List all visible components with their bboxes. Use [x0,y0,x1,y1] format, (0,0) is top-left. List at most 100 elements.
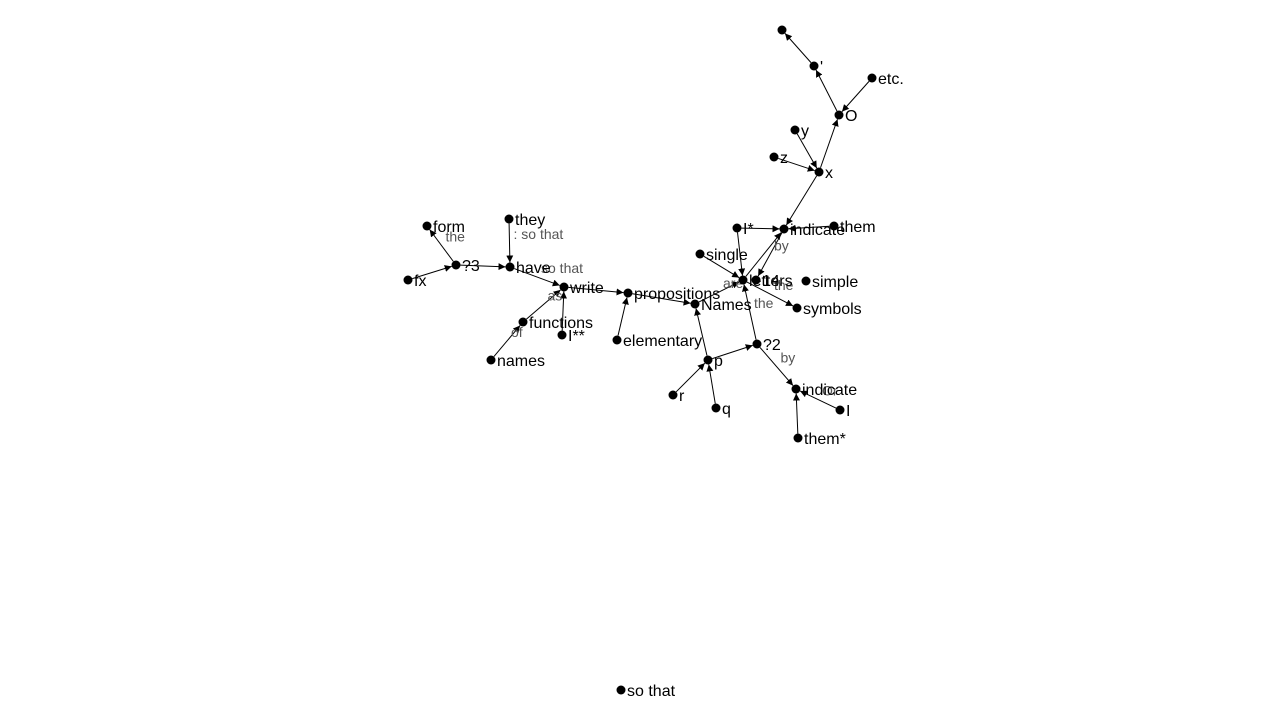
node-label: p [714,353,723,370]
node-dot[interactable] [504,214,514,224]
node-label: elementary [623,333,702,350]
node-label: O [845,108,857,125]
graph-node[interactable]: elementary [612,333,703,350]
node-label: I* [743,221,754,238]
graph-node[interactable]: write [559,280,604,297]
node-dot[interactable] [505,262,515,272]
node-label: x [825,165,833,182]
graph-node[interactable]: q [711,401,731,418]
node-dot[interactable] [695,249,705,259]
graph-node[interactable]: them [829,219,876,236]
edge-label: : so that [514,226,564,242]
graph-node[interactable]: p [703,353,724,370]
node-dot[interactable] [752,339,762,349]
graph-node[interactable]: I [835,403,851,420]
node-label: so that [627,683,676,700]
node-dot[interactable] [829,221,839,231]
edge-label: by [781,350,796,366]
node-label: write [569,280,604,297]
node-dot[interactable] [801,276,811,286]
graph-node[interactable]: form [422,219,466,236]
edge-themstar-to-indicate2 [792,393,800,434]
graph-node[interactable]: I** [557,328,585,345]
node-dot[interactable] [616,685,626,695]
node-dot[interactable] [623,288,633,298]
node-dot[interactable] [738,275,748,285]
graph-node[interactable]: fx [403,273,427,290]
graph-node[interactable]: ?2 [752,337,781,354]
node-label: letters [749,273,793,290]
node-dot[interactable] [732,223,742,233]
graph-node[interactable]: them* [793,431,846,448]
node-dot[interactable] [403,275,413,285]
edge-Names-to-letters [698,281,740,303]
graph-node[interactable]: propositions [623,286,721,303]
edge-Istar-to-indicate1 [741,225,780,233]
node-label: q [722,401,731,418]
node-dot[interactable] [559,282,569,292]
node-label: ?3 [462,258,480,275]
node-dot[interactable] [814,167,824,177]
graph-node[interactable]: I* [732,221,754,238]
node-label: Names [701,297,752,314]
edge-r-to-p [675,362,706,393]
node-dot[interactable] [834,110,844,120]
edge-q3-to-have [460,263,506,271]
graph-node[interactable]: single [695,247,748,264]
graph-node[interactable]: O [834,108,858,125]
node-label: them* [804,431,846,448]
graph-node[interactable] [777,25,787,35]
node-label: r [679,388,685,405]
node-label: single [706,247,748,264]
graph-node[interactable]: y [790,123,810,140]
graph-node[interactable]: Names [690,297,752,314]
graph-node[interactable]: ?3 [451,258,480,275]
node-dot[interactable] [690,299,700,309]
node-dot[interactable] [557,330,567,340]
node-dot[interactable] [769,152,779,162]
node-dot[interactable] [793,433,803,443]
node-dot[interactable] [792,303,802,313]
graph-node[interactable]: functions [518,315,594,332]
graph-node[interactable]: indicate [791,382,858,399]
node-dot[interactable] [790,125,800,135]
graph-node[interactable]: simple [801,274,859,291]
node-label: fx [414,273,426,290]
edge-q3-to-form [429,229,454,262]
node-dot[interactable] [486,355,496,365]
node-dot[interactable] [711,403,721,413]
node-label: 14 [762,273,780,290]
node-dot[interactable] [791,384,801,394]
graph-node[interactable]: r [668,388,686,405]
graph-node[interactable]: etc. [867,71,904,88]
node-label: form [433,219,465,236]
graph-node[interactable]: letters [738,273,793,290]
graph-node[interactable]: ' [809,59,824,76]
graph-node[interactable]: have [505,260,551,277]
node-dot[interactable] [777,25,787,35]
node-dot[interactable] [867,73,877,83]
graph-node[interactable]: so that [616,683,676,700]
node-dot[interactable] [751,275,761,285]
graph-node[interactable]: symbols [792,301,862,318]
node-dot[interactable] [612,335,622,345]
edge-Istar-to-letters [737,232,746,276]
graph-node[interactable]: x [814,165,834,182]
node-label: they [515,212,545,229]
edge-Istarstar-to-write [560,291,568,331]
graph-node[interactable]: they [504,212,546,229]
graph-node[interactable]: names [486,353,546,370]
edge-propositions-to-Names [632,293,691,306]
node-dot[interactable] [451,260,461,270]
graph-node[interactable]: z [769,150,789,167]
node-dot[interactable] [422,221,432,231]
node-dot[interactable] [835,405,845,415]
edge-label: as [548,288,563,304]
node-dot[interactable] [809,61,819,71]
node-dot[interactable] [779,224,789,234]
edge-label: of [511,324,523,340]
node-dot[interactable] [703,355,713,365]
node-dot[interactable] [518,317,528,327]
node-dot[interactable] [668,390,678,400]
graph-node[interactable]: 14 [751,273,780,290]
